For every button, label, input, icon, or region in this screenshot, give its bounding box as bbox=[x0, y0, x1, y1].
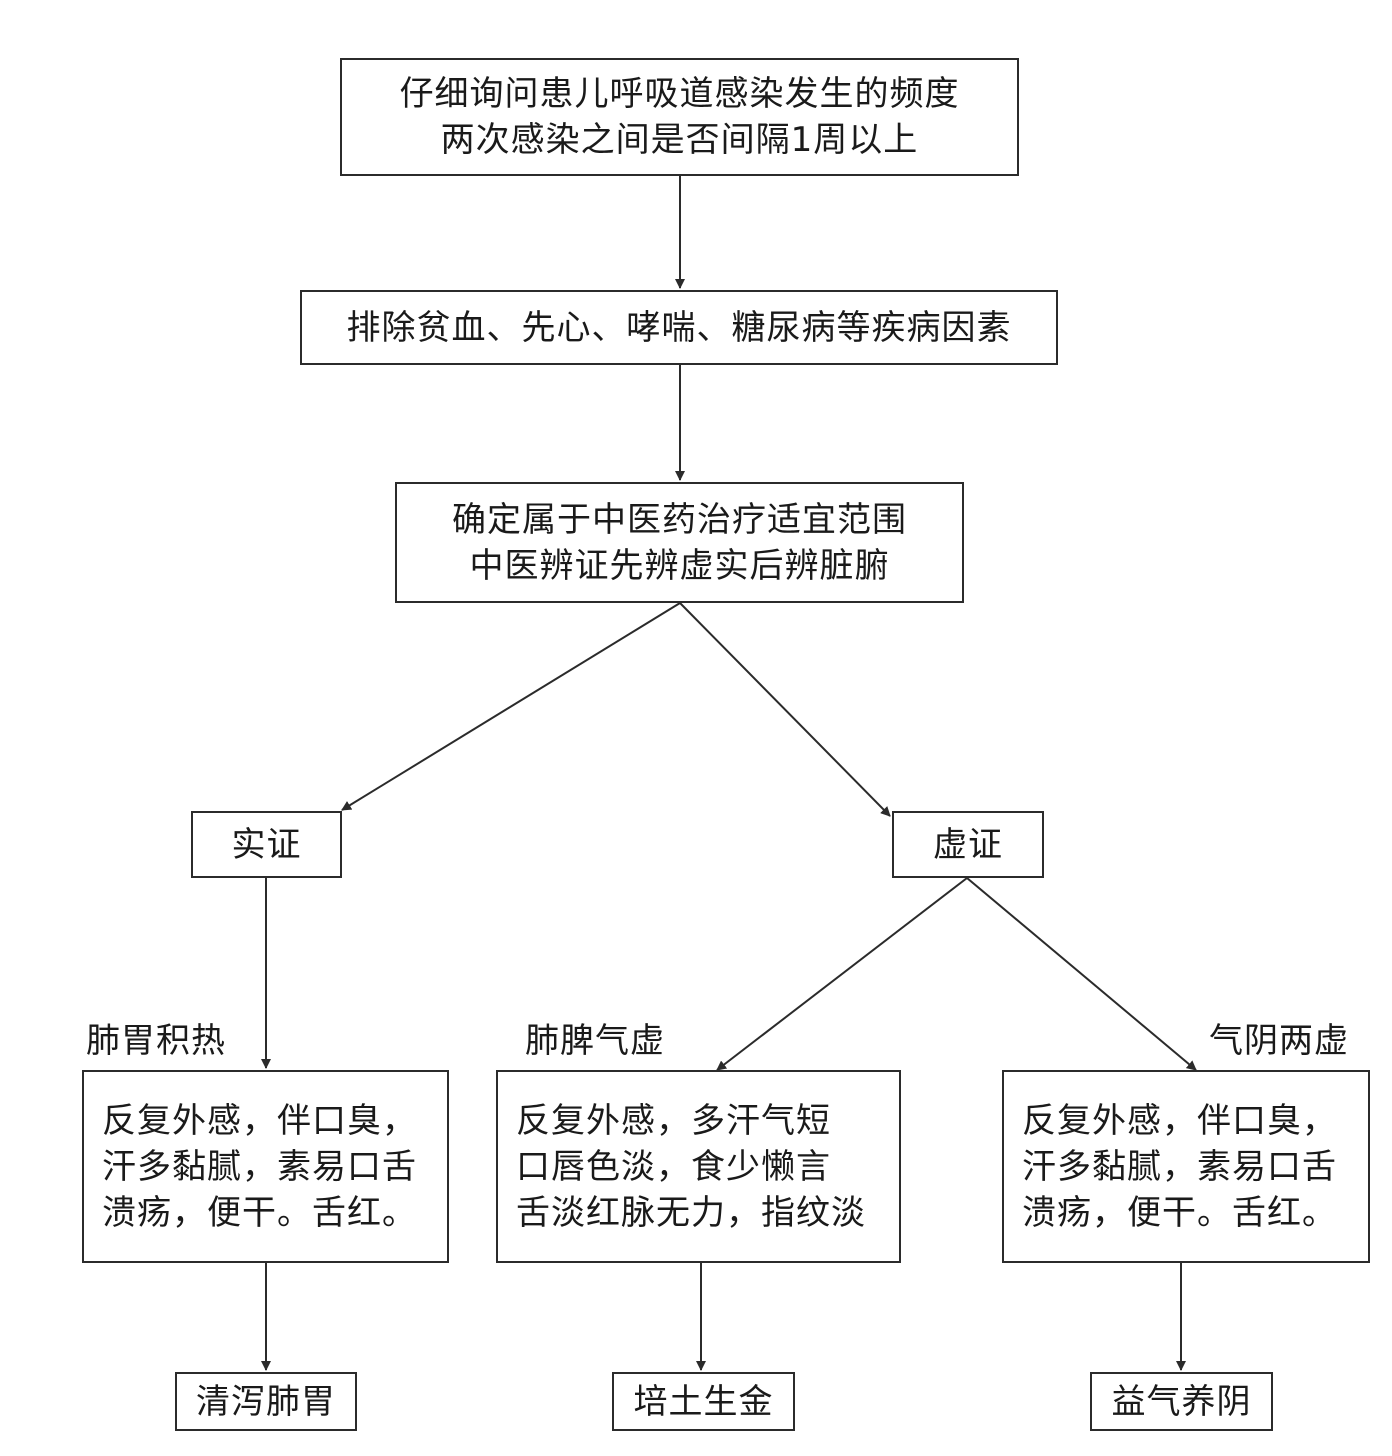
node-exclude: 排除贫血、先心、哮喘、糖尿病等疾病因素 bbox=[300, 290, 1058, 365]
node-qi-yin-description: 反复外感，伴口臭， 汗多黏腻，素易口舌 溃疡，便干。舌红。 bbox=[1002, 1070, 1370, 1263]
node-treatment-cultivate-earth: 培土生金 bbox=[612, 1372, 795, 1431]
node-inquiry: 仔细询问患儿呼吸道感染发生的频度 两次感染之间是否间隔1周以上 bbox=[340, 58, 1019, 176]
node-treatment-clear-lung-stomach: 清泻肺胃 bbox=[175, 1372, 357, 1431]
label-lung-stomach-heat: 肺胃积热 bbox=[86, 1021, 226, 1061]
node-treatment-clear-line-1: 清泻肺胃 bbox=[196, 1381, 336, 1422]
node-deficiency-line-1: 虚证 bbox=[933, 824, 1003, 865]
node-inquiry-line-1: 仔细询问患儿呼吸道感染发生的频度 bbox=[399, 74, 960, 114]
node-treatment-nourish-line-1: 益气养阴 bbox=[1111, 1381, 1252, 1422]
node-inquiry-line-2: 两次感染之间是否间隔1周以上 bbox=[440, 120, 919, 160]
node-treatment-earth-line-1: 培土生金 bbox=[633, 1381, 774, 1422]
arrow-deficiency-to-lung-spleen bbox=[716, 877, 968, 1071]
node-lung-spleen-line-1: 反复外感，多汗气短 bbox=[516, 1100, 831, 1141]
node-lung-stomach-line-2: 汗多黏腻，素易口舌 bbox=[102, 1146, 417, 1187]
label-lung-spleen-qi-deficiency: 肺脾气虚 bbox=[525, 1021, 665, 1061]
node-lung-stomach-line-1: 反复外感，伴口臭， bbox=[102, 1100, 417, 1141]
node-lung-spleen-line-2: 口唇色淡，食少懒言 bbox=[516, 1146, 831, 1187]
node-deficiency: 虚证 bbox=[892, 811, 1044, 878]
node-confirm: 确定属于中医药治疗适宜范围 中医辨证先辨虚实后辨脏腑 bbox=[395, 482, 964, 603]
node-lung-stomach-description: 反复外感，伴口臭， 汗多黏腻，素易口舌 溃疡，便干。舌红。 bbox=[82, 1070, 449, 1263]
arrow-deficiency-to-qi-yin bbox=[966, 877, 1197, 1071]
node-confirm-line-2: 中医辨证先辨虚实后辨脏腑 bbox=[469, 545, 890, 586]
node-lung-spleen-line-3: 舌淡红脉无力，指纹淡 bbox=[516, 1192, 866, 1233]
label-qi-yin-deficiency: 气阴两虚 bbox=[1209, 1021, 1349, 1061]
arrow-confirm-to-deficiency bbox=[679, 602, 891, 817]
node-exclude-line-1: 排除贫血、先心、哮喘、糖尿病等疾病因素 bbox=[346, 307, 1012, 348]
node-lung-spleen-description: 反复外感，多汗气短 口唇色淡，食少懒言 舌淡红脉无力，指纹淡 bbox=[496, 1070, 901, 1263]
node-qi-yin-line-1: 反复外感，伴口臭， bbox=[1022, 1100, 1337, 1141]
node-excess: 实证 bbox=[191, 811, 342, 878]
node-excess-line-1: 实证 bbox=[231, 824, 302, 865]
arrow-confirm-to-excess bbox=[341, 602, 681, 811]
node-lung-stomach-line-3: 溃疡，便干。舌红。 bbox=[102, 1192, 417, 1233]
node-qi-yin-line-2: 汗多黏腻，素易口舌 bbox=[1022, 1146, 1337, 1187]
node-treatment-nourish-yin: 益气养阴 bbox=[1090, 1372, 1273, 1431]
node-qi-yin-line-3: 溃疡，便干。舌红。 bbox=[1022, 1192, 1337, 1233]
node-confirm-line-1: 确定属于中医药治疗适宜范围 bbox=[452, 499, 907, 540]
